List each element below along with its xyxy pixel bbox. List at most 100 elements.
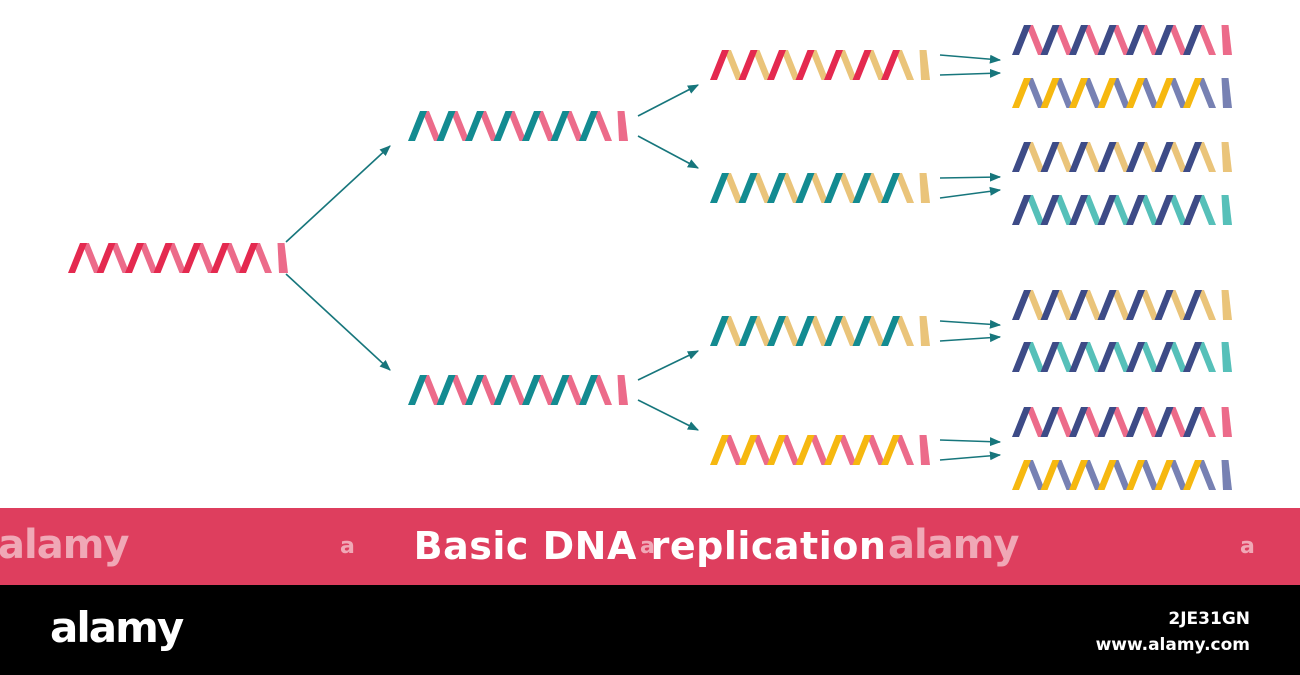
helix-back-ribbon (1221, 25, 1232, 55)
helix-front-ribbon (1126, 142, 1145, 172)
helix-front-ribbon (852, 173, 872, 203)
helix-front-ribbon (465, 111, 484, 141)
generation-3-dna-helix (1012, 460, 1232, 490)
helix-back-ribbon (838, 173, 857, 203)
helix-back-ribbon (1054, 78, 1074, 108)
watermark-mark: a (1240, 534, 1255, 559)
helix-back-ribbon (1197, 25, 1216, 55)
helix-back-ribbon (866, 435, 886, 465)
helix-back-ribbon (724, 50, 743, 80)
replication-arrow (285, 273, 391, 371)
helix-back-ribbon (1168, 407, 1188, 437)
helix-front-ribbon (1183, 78, 1202, 108)
helix-back-ribbon (450, 375, 470, 405)
helix-front-ribbon (1012, 407, 1031, 437)
helix-front-ribbon (852, 316, 872, 346)
watermark-logo: alamy (888, 522, 1019, 568)
helix-back-ribbon (1221, 290, 1232, 320)
helix-back-ribbon (1111, 195, 1131, 225)
diagram-title: Basic DNA replication (413, 524, 887, 568)
helix-back-ribbon (277, 243, 288, 273)
helix-back-ribbon (1083, 78, 1102, 108)
helix-front-ribbon (1183, 142, 1202, 172)
helix-back-ribbon (507, 375, 527, 405)
helix-front-ribbon (550, 111, 570, 141)
helix-back-ribbon (1111, 142, 1131, 172)
helix-back-ribbon (1168, 290, 1188, 320)
helix-front-ribbon (1069, 195, 1088, 225)
helix-front-ribbon (182, 243, 201, 273)
watermark-mark: a (340, 534, 355, 559)
helix-back-ribbon (781, 173, 800, 203)
helix-back-ribbon (82, 243, 101, 273)
helix-front-ribbon (465, 375, 484, 405)
helix-back-ribbon (1221, 460, 1232, 490)
generation-3-dna-helix (1012, 195, 1232, 225)
helix-back-ribbon (1197, 195, 1216, 225)
helix-front-ribbon (710, 50, 729, 80)
helix-back-ribbon (1054, 290, 1074, 320)
replication-arrow (939, 451, 1002, 461)
helix-front-ribbon (1069, 78, 1088, 108)
helix-back-ribbon (1111, 25, 1131, 55)
helix-back-ribbon (422, 111, 441, 141)
helix-back-ribbon (110, 243, 130, 273)
helix-back-ribbon (564, 375, 584, 405)
helix-back-ribbon (895, 50, 914, 80)
helix-front-ribbon (522, 375, 541, 405)
helix-front-ribbon (493, 111, 513, 141)
helix-front-ribbon (1154, 195, 1174, 225)
replication-arrow (637, 84, 699, 117)
helix-back-ribbon (809, 316, 829, 346)
helix-back-ribbon (1083, 290, 1102, 320)
helix-front-ribbon (1097, 342, 1117, 372)
helix-back-ribbon (1221, 195, 1232, 225)
helix-back-ribbon (1111, 342, 1131, 372)
helix-back-ribbon (479, 375, 498, 405)
helix-back-ribbon (866, 173, 886, 203)
helix-front-ribbon (1012, 25, 1031, 55)
helix-back-ribbon (422, 375, 441, 405)
helix-front-ribbon (1012, 290, 1031, 320)
generation-2-dna-helix (710, 316, 930, 346)
helix-back-ribbon (866, 50, 886, 80)
replication-arrow (939, 186, 1002, 199)
helix-back-ribbon (1083, 25, 1102, 55)
helix-back-ribbon (781, 50, 800, 80)
generation-1-dna-helix (408, 111, 628, 141)
helix-back-ribbon (809, 435, 829, 465)
helix-front-ribbon (738, 316, 758, 346)
helix-back-ribbon (617, 111, 628, 141)
watermark-footer: alamy 2JE31GN www.alamy.com (0, 585, 1300, 675)
helix-back-ribbon (838, 50, 857, 80)
helix-back-ribbon (1026, 290, 1045, 320)
helix-front-ribbon (1097, 25, 1117, 55)
helix-back-ribbon (1026, 25, 1045, 55)
helix-front-ribbon (1040, 407, 1060, 437)
replication-arrow (939, 172, 1002, 182)
helix-back-ribbon (919, 435, 930, 465)
helix-back-ribbon (781, 435, 800, 465)
helix-front-ribbon (1097, 78, 1117, 108)
helix-front-ribbon (1040, 195, 1060, 225)
helix-front-ribbon (1097, 142, 1117, 172)
helix-front-ribbon (1126, 290, 1145, 320)
helix-back-ribbon (781, 316, 800, 346)
replication-arrow (285, 145, 391, 243)
helix-front-ribbon (1183, 290, 1202, 320)
helix-back-ribbon (1221, 78, 1232, 108)
helix-front-ribbon (96, 243, 116, 273)
helix-front-ribbon (1126, 195, 1145, 225)
helix-back-ribbon (1083, 195, 1102, 225)
helix-front-ribbon (1097, 460, 1117, 490)
generation-3-dna-helix (1012, 78, 1232, 108)
helix-front-ribbon (1126, 78, 1145, 108)
helix-front-ribbon (795, 435, 815, 465)
helix-back-ribbon (1168, 460, 1188, 490)
helix-back-ribbon (919, 173, 930, 203)
helix-back-ribbon (1083, 460, 1102, 490)
helix-back-ribbon (1197, 342, 1216, 372)
helix-back-ribbon (752, 173, 772, 203)
helix-back-ribbon (1140, 407, 1159, 437)
helix-back-ribbon (536, 375, 555, 405)
